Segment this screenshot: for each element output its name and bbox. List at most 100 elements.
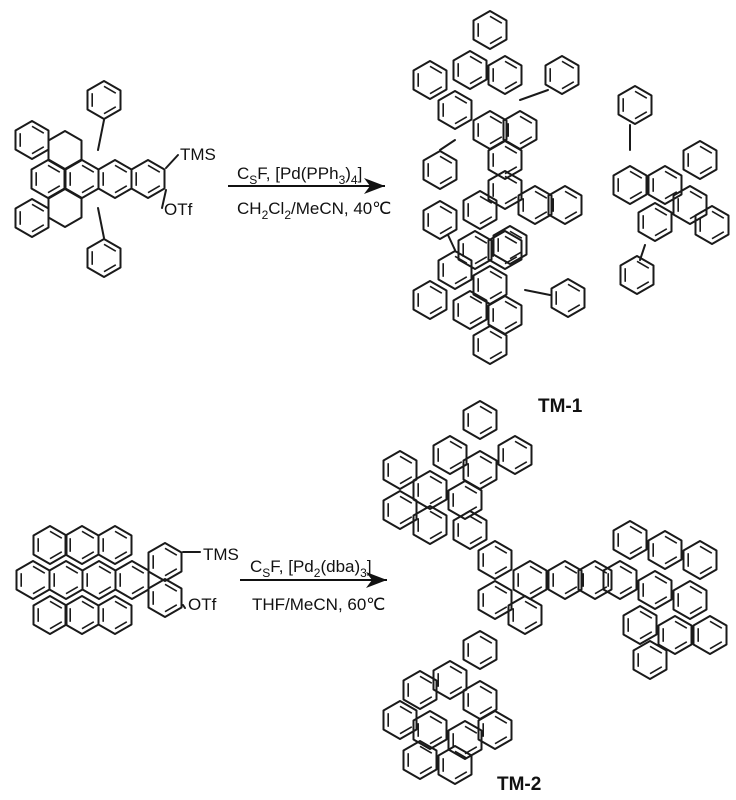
double-bond: [567, 283, 581, 292]
double-bond: [147, 164, 161, 173]
aromatic-ring: [547, 185, 583, 225]
aromatic-ring: [692, 615, 728, 655]
double-bond: [81, 164, 95, 173]
double-bond: [454, 276, 468, 285]
double-bond: [114, 551, 128, 560]
reaction-1-conditions-line-2: CH2Cl2/MeCN, 40℃: [237, 199, 391, 222]
double-bond: [454, 255, 468, 264]
double-bond: [429, 531, 443, 540]
double-bond: [689, 585, 703, 594]
double-bond: [103, 243, 117, 252]
double-bond: [529, 565, 543, 574]
double-bond: [454, 771, 468, 780]
double-bond: [479, 455, 493, 464]
phenyl-ring: [422, 150, 458, 190]
double-bond: [674, 641, 688, 650]
reaction-2-arrowhead: [366, 572, 387, 588]
double-bond: [634, 90, 648, 99]
double-bond: [103, 106, 117, 115]
double-bond: [699, 145, 713, 154]
double-bond: [564, 190, 578, 199]
double-bond: [664, 170, 678, 179]
aromatic-ring: [472, 10, 508, 50]
aromatic-ring: [547, 560, 583, 600]
double-bond: [524, 600, 538, 609]
reactant-2-tms-label: TMS: [203, 545, 239, 564]
single-bond: [161, 189, 167, 209]
reaction-2-conditions-line-1: CSF, [Pd2(dba)3]: [250, 557, 372, 580]
double-bond: [439, 205, 453, 214]
aromatic-ring: [130, 159, 166, 199]
aromatic-ring: [487, 230, 523, 270]
double-bond: [619, 586, 633, 595]
double-bond: [32, 586, 46, 595]
double-bond: [147, 185, 161, 194]
aromatic-ring: [672, 185, 708, 225]
aromatic-ring: [477, 580, 513, 620]
double-bond: [469, 295, 483, 304]
aromatic-ring: [682, 140, 718, 180]
double-bond: [164, 568, 178, 577]
double-bond: [689, 190, 703, 199]
double-bond: [469, 316, 483, 325]
phenyl-ring: [422, 200, 458, 240]
double-bond: [429, 86, 443, 95]
double-bond: [419, 745, 433, 754]
single-bond: [182, 604, 186, 609]
double-bond: [31, 125, 45, 134]
double-bond: [654, 596, 668, 605]
product-tm2-structure: [382, 400, 728, 785]
double-bond: [567, 304, 581, 313]
double-bond: [81, 600, 95, 609]
aromatic-ring: [694, 205, 730, 245]
phenyl-ring: [550, 278, 586, 318]
double-bond: [711, 210, 725, 219]
double-bond: [449, 440, 463, 449]
double-bond: [103, 85, 117, 94]
reactant-1-structure: [14, 80, 179, 278]
aromatic-ring: [637, 570, 673, 610]
double-bond: [49, 551, 63, 560]
double-bond: [454, 116, 468, 125]
double-bond: [47, 185, 61, 194]
double-bond: [529, 586, 543, 595]
double-bond: [469, 55, 483, 64]
double-bond: [114, 530, 128, 539]
double-bond: [504, 300, 518, 309]
double-bond: [31, 224, 45, 233]
aromatic-ring: [412, 280, 448, 320]
aromatic-ring: [447, 720, 483, 760]
double-bond: [429, 285, 443, 294]
aromatic-ring: [452, 510, 488, 550]
phenyl-ring: [619, 255, 655, 295]
double-bond: [489, 15, 503, 24]
double-bond: [98, 565, 112, 574]
double-bond: [47, 164, 61, 173]
aromatic-ring: [462, 400, 498, 440]
phenyl-ring: [86, 80, 122, 120]
double-bond: [489, 136, 503, 145]
double-bond: [504, 145, 518, 154]
aromatic-ring: [402, 740, 438, 780]
double-bond: [629, 546, 643, 555]
double-bond: [509, 251, 523, 260]
aromatic-ring: [412, 60, 448, 100]
aromatic-ring: [432, 435, 468, 475]
double-bond: [594, 586, 608, 595]
double-bond: [654, 207, 668, 216]
reactant-1-tms-label: TMS: [180, 145, 216, 164]
double-bond: [81, 551, 95, 560]
double-bond: [636, 281, 650, 290]
double-bond: [474, 235, 488, 244]
aromatic-ring: [632, 640, 668, 680]
double-bond: [479, 706, 493, 715]
single-bond: [524, 289, 551, 296]
double-bond: [636, 260, 650, 269]
double-bond: [564, 565, 578, 574]
double-bond: [479, 656, 493, 665]
double-bond: [509, 230, 523, 239]
double-bond: [639, 610, 653, 619]
reaction-1-conditions-line-1: CSF, [Pd(PPh3)4]: [237, 164, 362, 187]
aromatic-ring: [432, 660, 468, 700]
